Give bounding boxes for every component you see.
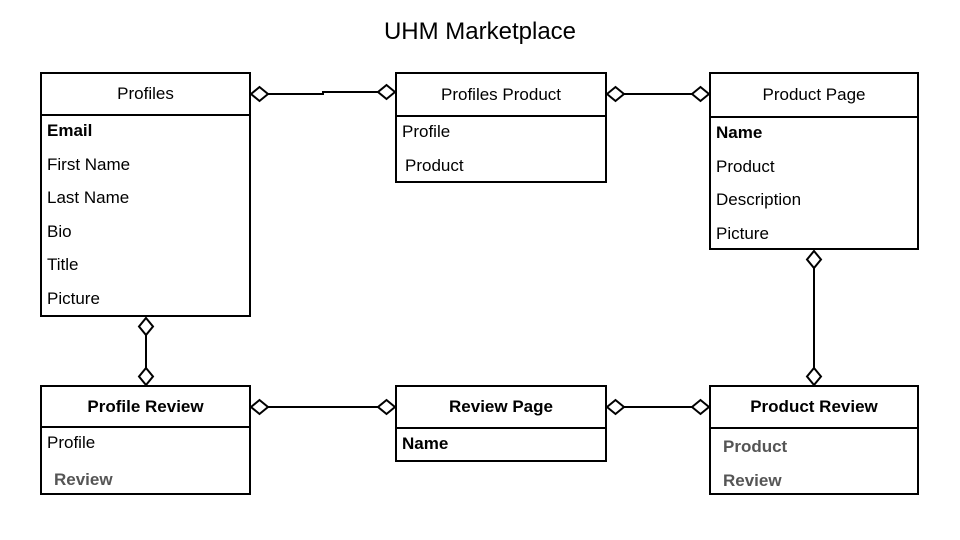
- entity-review-page-header: Review Page: [397, 387, 605, 429]
- attribute-title: Title: [47, 255, 79, 274]
- attribute-product: Product: [716, 156, 775, 176]
- attribute-email: Email: [47, 121, 93, 140]
- attribute-picture: Picture: [716, 223, 769, 243]
- diagram-title: UHM Marketplace: [383, 18, 577, 45]
- entity-profiles: Profiles Email First Name Last Name Bio …: [40, 72, 251, 317]
- attribute-first-name: First Name: [47, 154, 131, 174]
- attribute-profile: Profile: [47, 433, 96, 452]
- attribute-description: Description: [716, 190, 802, 209]
- entity-product-review: Product Review Product Review: [709, 385, 919, 495]
- relationship-profiles-profile-review: [137, 316, 155, 387]
- entity-profiles-header: Profiles: [42, 74, 249, 116]
- relationship-profile-review-review-page: [249, 398, 397, 416]
- entity-profile-review-header: Profile Review: [42, 387, 249, 428]
- entity-product-page: Product Page Name Product Description Pi…: [709, 72, 919, 250]
- entity-review-page: Review Page Name: [395, 385, 607, 462]
- entity-profile-review: Profile Review Profile Review: [40, 385, 251, 495]
- attribute-picture: Picture: [47, 288, 100, 308]
- attribute-last-name: Last Name: [47, 188, 130, 207]
- attribute-product: Product: [723, 437, 788, 456]
- attribute-product: Product: [405, 155, 464, 175]
- entity-profiles-product: Profiles Product Profile Product: [395, 72, 607, 183]
- relationship-product-page-product-review: [805, 249, 823, 387]
- relationship-profiles-product-product-page: [605, 85, 711, 103]
- relationship-review-page-product-review: [605, 398, 711, 416]
- attribute-bio: Bio: [47, 221, 72, 241]
- attribute-name: Name: [402, 434, 449, 453]
- relationship-profiles-profiles-product: [249, 83, 397, 103]
- entity-profiles-product-header: Profiles Product: [397, 74, 605, 117]
- attribute-profile: Profile: [402, 122, 451, 141]
- attribute-review: Review: [54, 469, 113, 489]
- attribute-name: Name: [716, 123, 763, 142]
- entity-product-page-header: Product Page: [711, 74, 917, 118]
- attribute-review: Review: [723, 470, 782, 490]
- entity-product-review-header: Product Review: [711, 387, 917, 429]
